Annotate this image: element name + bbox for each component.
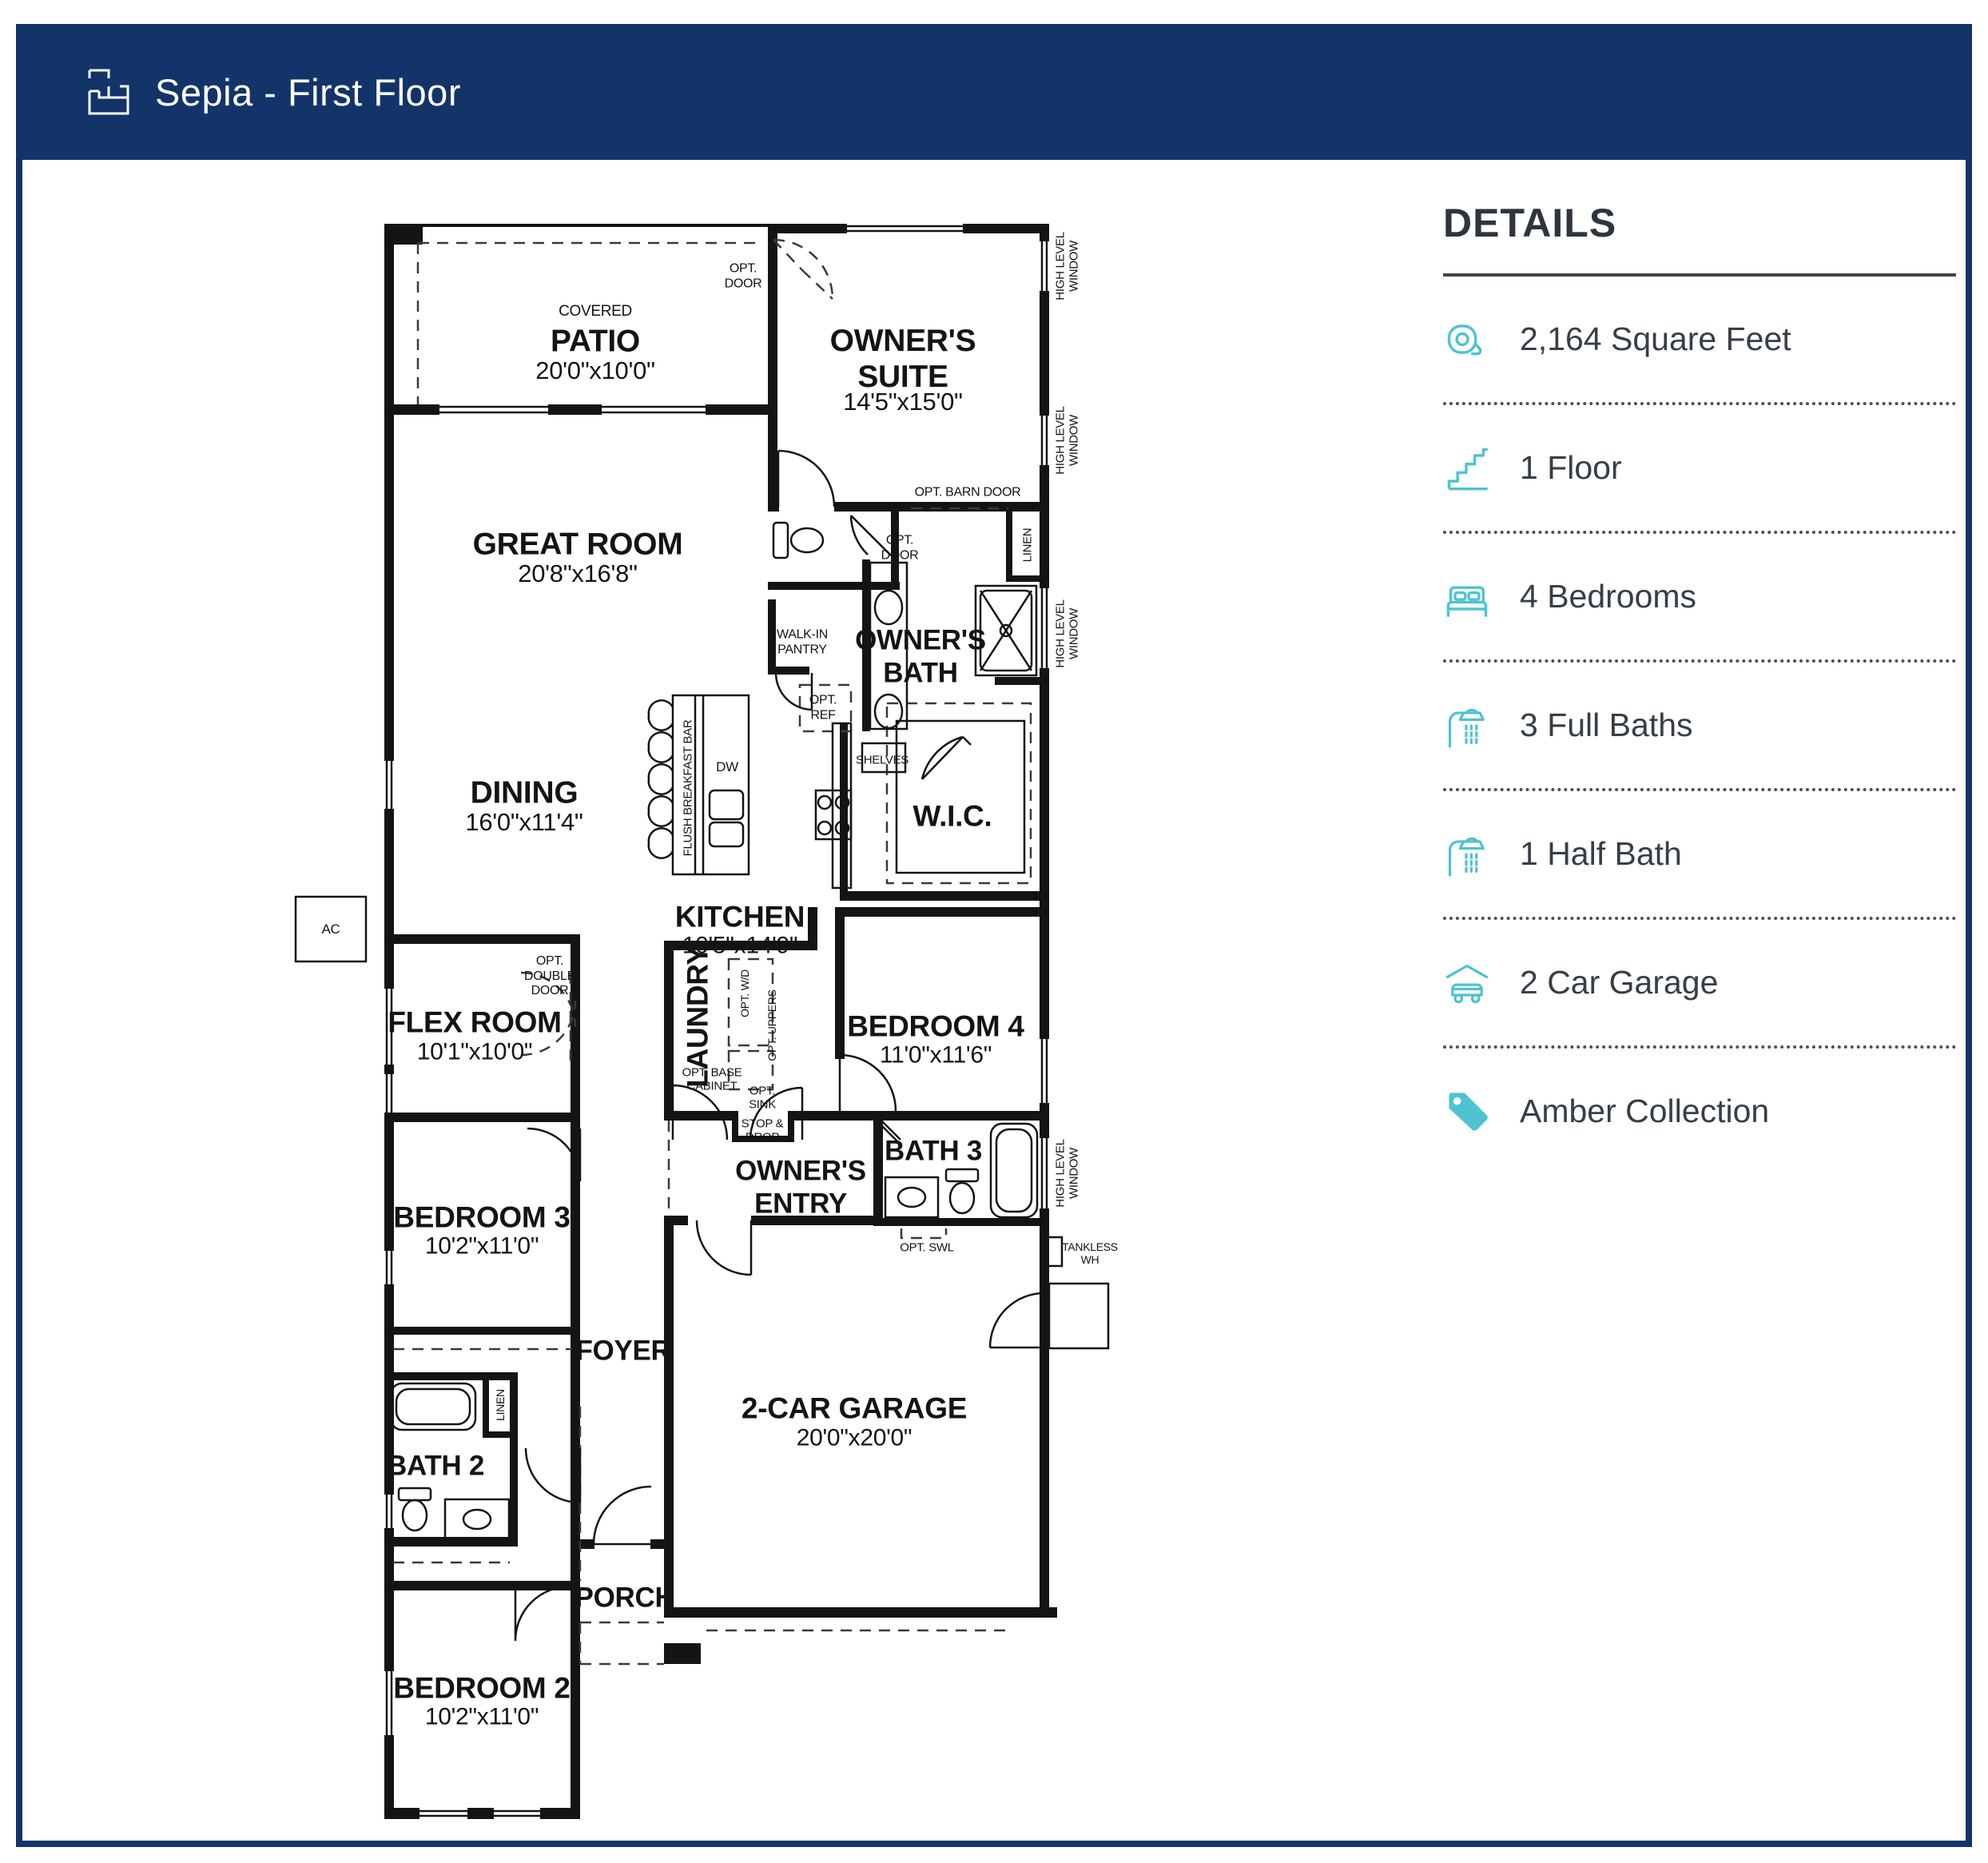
plan-label-14-5-x15-0: 14'5"x15'0" (843, 388, 963, 416)
plan-label-opt-ref: OPT. REF (809, 693, 837, 722)
detail-item: 1 Half Bath (1443, 791, 1956, 920)
detail-item: 2,164 Square Feet (1443, 277, 1956, 405)
plan-label-great-room: GREAT ROOM (472, 527, 683, 562)
plan-label-flex-room: FLEX ROOM (388, 1005, 562, 1039)
plan-label-high-level-window: HIGH LEVEL WINDOW (1053, 406, 1081, 475)
shower-icon (1448, 708, 1485, 747)
detail-label: 1 Half Bath (1520, 835, 1682, 872)
plan-label-foyer: FOYER (575, 1335, 671, 1367)
plan-label-high-level-window: HIGH LEVEL WINDOW (1053, 1139, 1081, 1208)
floorplan-icon (88, 69, 129, 115)
page-border-frame (16, 24, 1972, 1847)
details-list: 2,164 Square Feet 1 Floor 4 Bedrooms 3 Full… (1443, 277, 1956, 1174)
tape-measure-icon (1447, 324, 1482, 355)
stairs-icon (1447, 448, 1488, 490)
detail-label: 3 Full Baths (1520, 707, 1693, 743)
plan-label-10-5-x14-9: 10'5"x14'9" (682, 932, 798, 959)
plan-label-opt-double-door: OPT. DOUBLE DOOR (524, 954, 575, 998)
plan-label-bedroom-4: BEDROOM 4 (847, 1009, 1024, 1043)
detail-item: 3 Full Baths (1443, 663, 1956, 791)
plan-label-linen: LINEN (493, 1389, 507, 1421)
detail-label: 4 Bedrooms (1520, 578, 1697, 615)
plan-label-flush-breakfast-bar: FLUSH BREAKFAST BAR (681, 719, 695, 857)
plan-label-bedroom-2: BEDROOM 2 (393, 1671, 571, 1705)
plan-label-bath-2: BATH 2 (387, 1450, 484, 1482)
detail-item: 1 Floor (1443, 405, 1956, 534)
plan-label-bath-3: BATH 3 (885, 1135, 982, 1167)
plan-label-20-0-x10-0: 20'0"x10'0" (535, 356, 655, 385)
plan-label-opt-base-cabinet: OPT. BASE CABINET (682, 1065, 742, 1093)
plan-label-16-0-x11-4: 16'0"x11'4" (465, 808, 583, 837)
plan-label-ac: AC (321, 922, 340, 937)
details-heading: DETAILS (1443, 201, 1617, 245)
plan-label-kitchen: KITCHEN (674, 900, 805, 933)
plan-label-10-2-x11-0: 10'2"x11'0" (424, 1703, 539, 1730)
plan-label-porch: PORCH (575, 1582, 675, 1614)
plan-label-shelves: SHELVES (856, 753, 909, 767)
plan-label-opt-swl: OPT. SWL (900, 1240, 954, 1255)
detail-item: 4 Bedrooms (1443, 534, 1956, 663)
plan-label-covered: COVERED (559, 302, 632, 320)
plan-label-high-level-window: HIGH LEVEL WINDOW (1053, 232, 1081, 301)
plan-label-high-level-window: HIGH LEVEL WINDOW (1053, 599, 1081, 668)
details-divider (1443, 273, 1956, 277)
page-title: Sepia - First Floor (155, 70, 461, 113)
tag-icon (1449, 1092, 1488, 1131)
plan-label-11-0-x11-6: 11'0"x11'6" (879, 1041, 992, 1069)
plan-label-owner-s-bath: OWNER'S BATH (855, 624, 986, 688)
detail-label: 2 Car Garage (1520, 964, 1719, 1001)
plan-label-walk-in-pantry: WALK-IN PANTRY (777, 627, 828, 656)
detail-label: Amber Collection (1520, 1093, 1770, 1129)
plan-label-stop-drop: STOP & DROP (741, 1117, 784, 1144)
plan-label-20-8-x16-8: 20'8"x16'8" (518, 559, 638, 588)
plan-label-opt-w-d: OPT. W/D (738, 969, 751, 1017)
plan-label-linen: LINEN (1020, 527, 1035, 563)
plan-label-w-i-c: W.I.C. (912, 799, 992, 833)
plan-label-bedroom-3: BEDROOM 3 (393, 1200, 571, 1234)
plan-label-2-car-garage: 2-CAR GARAGE (741, 1391, 968, 1425)
plan-label-10-2-x11-0: 10'2"x11'0" (424, 1232, 539, 1260)
plan-label-dw: DW (716, 759, 738, 775)
plan-label-opt-uppers: OPT. UPPERS (765, 989, 778, 1061)
shower-icon (1448, 837, 1485, 876)
titlebar: Sepia - First Floor (16, 24, 1972, 160)
plan-label-10-1-x10-0: 10'1"x10'0" (416, 1038, 533, 1065)
garage-icon (1445, 964, 1489, 1003)
plan-label-owner-s-suite: OWNER'S SUITE (829, 323, 976, 394)
plan-label-opt-barn-door: OPT. BARN DOOR (914, 485, 1021, 500)
detail-label: 2,164 Square Feet (1520, 320, 1791, 357)
plan-label-dining: DINING (470, 775, 579, 810)
plan-label-opt-sink: OPT. SINK (749, 1084, 776, 1112)
plan-label-owner-s-entry: OWNER'S ENTRY (735, 1155, 866, 1219)
detail-label: 1 Floor (1520, 449, 1622, 486)
detail-item: Amber Collection (1443, 1049, 1956, 1174)
plan-label-opt-door: OPT. DOOR (881, 533, 919, 562)
plan-label-opt-door: OPT. DOOR (724, 261, 762, 290)
plan-label-patio: PATIO (551, 324, 640, 359)
plan-label-20-0-x20-0: 20'0"x20'0" (796, 1424, 912, 1451)
plan-label-double-hanging: DOUBLE HANGING (895, 890, 1000, 904)
bed-icon (1446, 586, 1488, 617)
details-panel: DETAILS 2,164 Square Feet 1 Floor 4 Bedroo… (1443, 200, 1956, 1174)
plan-label-tankless-wh: TANKLESS WH (1062, 1240, 1118, 1266)
detail-item: 2 Car Garage (1443, 920, 1956, 1049)
